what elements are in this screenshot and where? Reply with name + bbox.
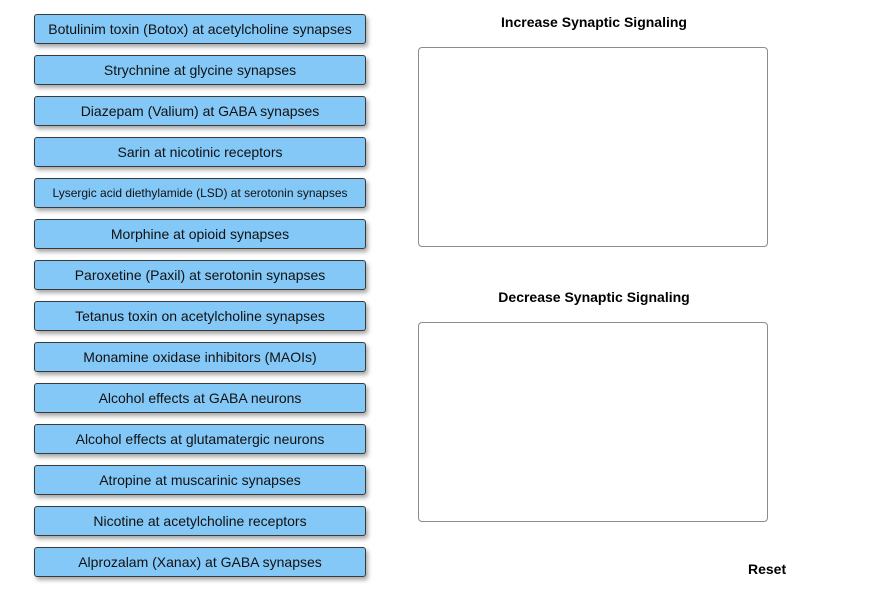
- tile-strychnine[interactable]: Strychnine at glycine synapses: [34, 55, 366, 85]
- increase-dropzone[interactable]: [418, 47, 768, 247]
- tile-diazepam[interactable]: Diazepam (Valium) at GABA synapses: [34, 96, 366, 126]
- tile-alcohol-glutamatergic[interactable]: Alcohol effects at glutamatergic neurons: [34, 424, 366, 454]
- decrease-dropzone[interactable]: [418, 322, 768, 522]
- increase-zone-title: Increase Synaptic Signaling: [501, 14, 687, 30]
- tile-morphine[interactable]: Morphine at opioid synapses: [34, 219, 366, 249]
- tile-paroxetine[interactable]: Paroxetine (Paxil) at serotonin synapses: [34, 260, 366, 290]
- decrease-zone-title: Decrease Synaptic Signaling: [498, 289, 690, 305]
- tile-atropine[interactable]: Atropine at muscarinic synapses: [34, 465, 366, 495]
- reset-button[interactable]: Reset: [748, 561, 787, 577]
- tile-lsd[interactable]: Lysergic acid diethylamide (LSD) at sero…: [34, 178, 366, 208]
- tile-tetanus-toxin[interactable]: Tetanus toxin on acetylcholine synapses: [34, 301, 366, 331]
- tile-botox[interactable]: Botulinim toxin (Botox) at acetylcholine…: [34, 14, 366, 44]
- tile-alcohol-gaba[interactable]: Alcohol effects at GABA neurons: [34, 383, 366, 413]
- tile-alprozalam[interactable]: Alprozalam (Xanax) at GABA synapses: [34, 547, 366, 577]
- tile-nicotine[interactable]: Nicotine at acetylcholine receptors: [34, 506, 366, 536]
- tile-sarin[interactable]: Sarin at nicotinic receptors: [34, 137, 366, 167]
- tile-maois[interactable]: Monamine oxidase inhibitors (MAOIs): [34, 342, 366, 372]
